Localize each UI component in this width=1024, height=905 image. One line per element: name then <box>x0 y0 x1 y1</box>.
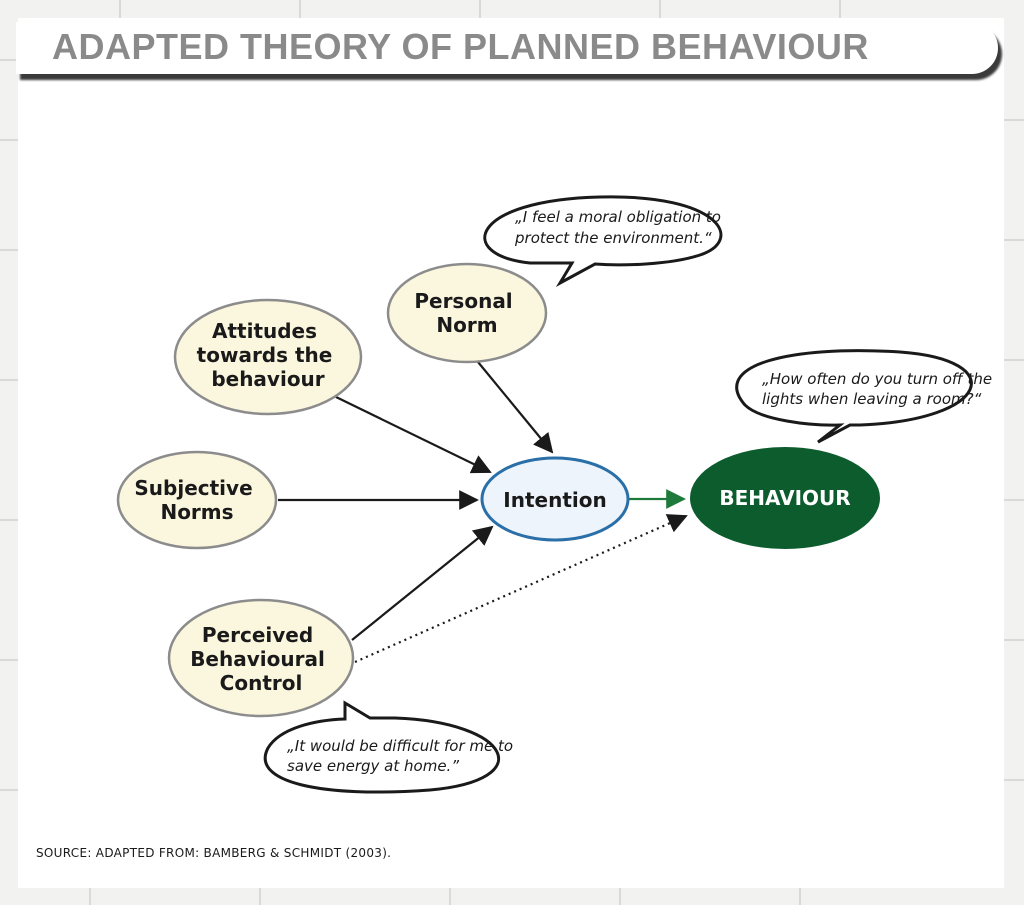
node-label-behaviour: BEHAVIOUR <box>719 486 850 510</box>
node-line: Personal <box>414 289 512 313</box>
arrow-personal-norm-to-intention <box>477 361 554 454</box>
node-line: Norm <box>436 313 497 337</box>
node-attitudes: Attitudes towards the behaviour <box>173 298 363 416</box>
bubble-text-personal-norm: „I feel a moral obligation to protect th… <box>514 208 726 247</box>
node-line: behaviour <box>211 367 324 391</box>
node-subjective-norms: Subjective Norms <box>116 450 278 550</box>
arrow-attitudes-to-intention <box>335 396 492 474</box>
node-line: Behavioural <box>190 647 325 671</box>
node-label-personal-norm: Personal Norm <box>414 289 519 337</box>
source-caption: SOURCE: ADAPTED FROM: BAMBERG & SCHMIDT … <box>36 846 392 860</box>
node-label-perceived-control: Perceived Behavioural Control <box>190 623 332 695</box>
node-line: Perceived <box>202 623 313 647</box>
node-line: Attitudes <box>212 319 317 343</box>
bubble-line: protect the environment.“ <box>514 229 712 247</box>
arrow-control-to-behaviour <box>354 514 688 664</box>
node-label-intention: Intention <box>503 488 606 512</box>
node-line: Subjective <box>134 476 252 500</box>
node-line: Control <box>220 671 303 695</box>
bubble-line: „How often do you turn off the <box>762 370 992 388</box>
arrow-control-to-intention <box>351 525 494 641</box>
node-line: towards the <box>197 343 333 367</box>
node-behaviour: BEHAVIOUR <box>690 447 880 549</box>
speech-bubble-perceived-control: „It would be difficult for me to save en… <box>263 700 518 794</box>
node-label-attitudes: Attitudes towards the behaviour <box>197 319 340 391</box>
speech-bubble-behaviour: „How often do you turn off the lights wh… <box>735 349 997 444</box>
bubble-text-perceived-control: „It would be difficult for me to save en… <box>287 737 518 775</box>
node-personal-norm: Personal Norm <box>386 262 548 364</box>
node-line: BEHAVIOUR <box>719 486 850 510</box>
node-label-subjective-norms: Subjective Norms <box>134 476 259 524</box>
node-line: Intention <box>503 488 606 512</box>
node-intention: Intention <box>480 456 630 542</box>
bubble-line: save energy at home.” <box>287 757 459 775</box>
bubble-line: „It would be difficult for me to <box>287 737 513 755</box>
bubble-line: lights when leaving a room?“ <box>762 390 982 408</box>
bubble-text-behaviour: „How often do you turn off the lights wh… <box>762 370 997 408</box>
node-perceived-control: Perceived Behavioural Control <box>167 598 355 718</box>
node-line: Norms <box>160 500 233 524</box>
title-banner: ADAPTED THEORY OF PLANNED BEHAVIOUR <box>16 22 998 74</box>
page-title: ADAPTED THEORY OF PLANNED BEHAVIOUR <box>52 26 869 67</box>
speech-bubble-personal-norm: „I feel a moral obligation to protect th… <box>483 195 726 287</box>
bubble-line: „I feel a moral obligation to <box>515 208 721 226</box>
